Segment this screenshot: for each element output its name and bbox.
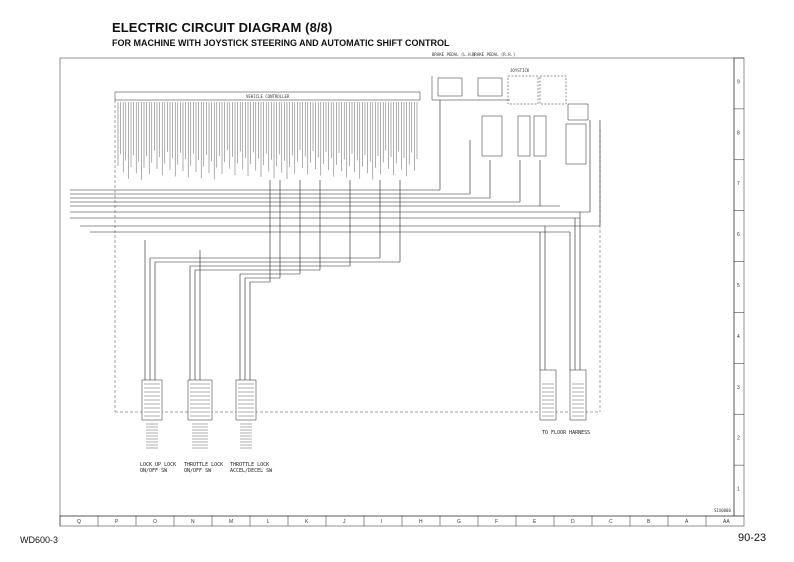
bottom-ruler-label: B <box>647 519 651 525</box>
bottom-ruler-label: AA <box>723 519 730 525</box>
bottom-ruler-label: N <box>191 519 195 525</box>
bottom-ruler-label: J <box>343 519 346 525</box>
controller-label: VEHICLE CONTROLLER <box>246 94 290 99</box>
bottom-ruler-label: K <box>305 519 309 525</box>
bottom-ruler-label: D <box>571 519 575 525</box>
switch-3-label-b: ACCEL/DECEL SW <box>230 468 273 474</box>
switch-1-label-a: LOCK UP LOCK <box>140 462 176 468</box>
switch-connectors <box>141 369 587 421</box>
controller-terminals <box>117 102 418 180</box>
bottom-ruler-label: G <box>457 519 461 525</box>
floor-harness-label: TO FLOOR HARNESS <box>542 430 590 436</box>
harness-lines <box>70 100 601 380</box>
diagram-frame <box>59 57 735 517</box>
bottom-ruler-label: O <box>153 519 157 525</box>
brake-pedal-rh-label: BRAKE PEDAL (R.H.) <box>472 52 515 57</box>
controller-bracket <box>114 91 421 100</box>
brake-pedal-lh-connector <box>437 77 463 97</box>
model-number: WD600-3 <box>20 535 59 545</box>
joystick-label: JOYSTICK <box>510 68 530 73</box>
bottom-ruler-label: M <box>229 519 233 525</box>
bottom-ruler-label: H <box>419 519 423 525</box>
page-number: 90-23 <box>738 532 767 544</box>
bottom-ruler-label: F <box>495 519 498 525</box>
right-ruler-label: 6 <box>737 232 740 238</box>
right-ruler-label: 7 <box>737 181 740 187</box>
page-subtitle: FOR MACHINE WITH JOYSTICK STEERING AND A… <box>112 38 450 48</box>
brake-pedal-lh-label: BRAKE PEDAL (L.H.) <box>432 52 475 57</box>
right-ruler-label: 9 <box>737 79 740 85</box>
right-ruler-label: 4 <box>737 334 740 340</box>
switch-2-label-b: ON/OFF SW <box>184 468 212 474</box>
switch-3-label-a: THROTTLE LOCK <box>230 462 269 468</box>
page-title: ELECTRIC CIRCUIT DIAGRAM (8/8) <box>112 20 333 35</box>
right-ruler-label: 2 <box>737 436 740 442</box>
bottom-ruler-label: P <box>115 519 119 525</box>
floor-harness-connector-2 <box>569 369 587 421</box>
right-ruler-label: 8 <box>737 130 740 136</box>
bottom-ruler-label: Q <box>77 519 81 525</box>
right-ruler-label: 5 <box>737 283 740 289</box>
right-ruler-label: 3 <box>737 385 740 391</box>
brake-pedal-group <box>431 76 510 101</box>
bottom-ruler-label: L <box>267 519 270 525</box>
switch-1-label-b: ON/OFF SW <box>140 468 168 474</box>
switch-2-label-a: THROTTLE LOCK <box>184 462 223 468</box>
joystick-group <box>481 75 589 165</box>
bottom-ruler-label: E <box>533 519 537 525</box>
right-ruler-label: 1 <box>737 487 740 493</box>
drawing-number: SIX0000 <box>714 508 731 513</box>
brake-pedal-rh-connector <box>477 77 503 97</box>
bottom-ruler-label: I <box>381 519 382 525</box>
floor-harness-connector-1 <box>539 369 557 421</box>
bottom-ruler-label: C <box>609 519 613 525</box>
right-ruler: 9 8 7 6 5 4 3 2 1 <box>734 57 744 493</box>
bottom-ruler-label: A <box>685 519 689 525</box>
